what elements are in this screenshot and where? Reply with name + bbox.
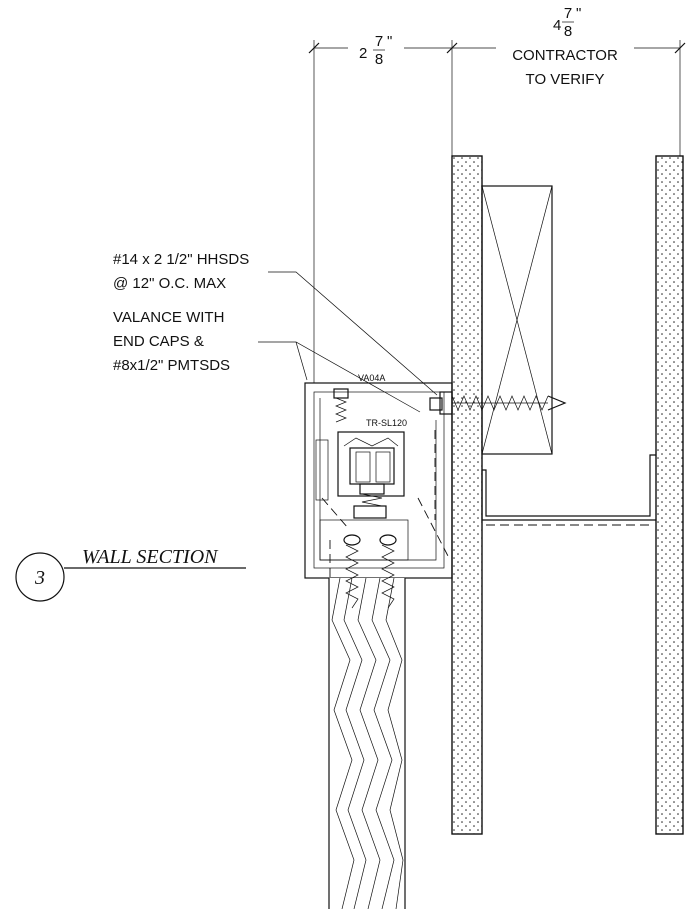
dim-right-whole: 4 [553, 17, 561, 34]
door-screws [343, 534, 397, 609]
valance-spec-line2: END CAPS & [113, 333, 204, 350]
screw-spec-line2: @ 12" O.C. MAX [113, 275, 226, 292]
section-number: 3 [34, 567, 45, 589]
callout-valance: VALANCE WITH END CAPS & #8x1/2" PMTSDS [113, 309, 230, 374]
valance-spec-line1: VALANCE WITH [113, 309, 224, 326]
track-trolley [337, 431, 405, 519]
valance-screw-right [429, 397, 443, 411]
dim-left-numerator: 7 [375, 33, 383, 50]
dimension-left: 2 7 8 " [359, 33, 392, 68]
callout-screw: #14 x 2 1/2" HHSDS @ 12" O.C. MAX [113, 251, 249, 292]
dim-left-unit: " [387, 33, 392, 50]
left-wallboard [451, 155, 483, 835]
door-leaf [328, 577, 406, 909]
dim-right-note-2: TO VERIFY [526, 71, 605, 88]
section-tag: 3 WALL SECTION [15, 546, 246, 602]
valance-code: VA04A [358, 373, 385, 383]
track-code: TR-SL120 [366, 418, 407, 428]
dim-left-denominator: 8 [375, 51, 383, 68]
screw-spec-line1: #14 x 2 1/2" HHSDS [113, 251, 249, 268]
dimension-lines [308, 40, 686, 383]
metal-stud-channel [481, 454, 656, 526]
right-wallboard [655, 155, 684, 835]
section-title: WALL SECTION [82, 546, 219, 568]
dimension-right: 4 7 8 " CONTRACTOR TO VERIFY [512, 5, 618, 88]
wood-blocking [481, 185, 553, 455]
valance-screw-left [333, 388, 349, 423]
dim-left-whole: 2 [359, 45, 367, 62]
dim-right-numerator: 7 [564, 5, 572, 22]
dim-right-denominator: 8 [564, 23, 572, 40]
valance-spec-line3: #8x1/2" PMTSDS [113, 357, 230, 374]
lag-screw [439, 391, 567, 415]
leader-lines [258, 271, 438, 413]
dim-right-unit: " [576, 5, 581, 22]
valance-housing [304, 382, 453, 580]
dim-right-note-1: CONTRACTOR [512, 47, 618, 64]
